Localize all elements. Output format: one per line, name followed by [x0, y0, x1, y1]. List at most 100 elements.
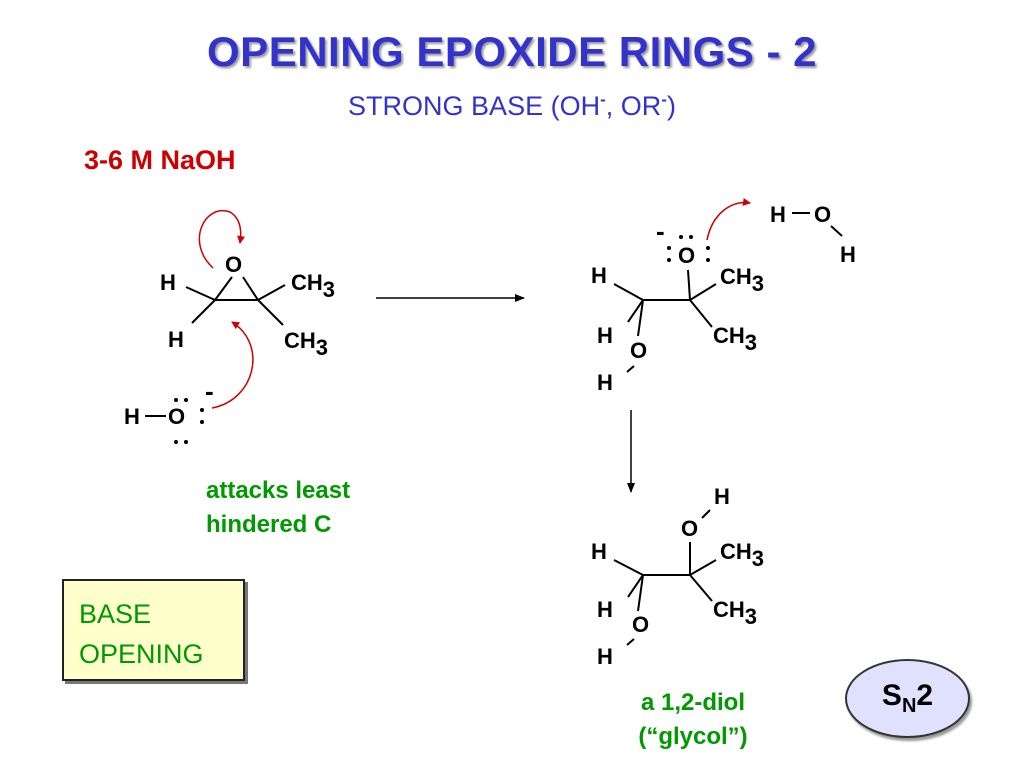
bond-ch3-bottom	[257, 299, 284, 326]
epoxide-oxygen: O	[225, 252, 242, 277]
water-h-left: H	[770, 202, 786, 227]
badge-suffix: 2	[916, 679, 934, 712]
intermediate-bond-co	[687, 269, 691, 301]
intermediate-hydroxyl-oxygen: O	[630, 338, 647, 363]
page-title: OPENING EPOXIDE RINGS - 2	[207, 28, 817, 75]
hydroxide-lone-pairs	[174, 398, 204, 444]
regiochemistry-note: attacks least hindered C	[206, 474, 350, 542]
intermediate-bond-ch3-bottom	[689, 299, 713, 328]
product-bottom-hydroxyl-h: H	[597, 644, 613, 669]
page-subtitle: STRONG BASE (OH-, OR-)	[0, 90, 1024, 122]
lone-pair-dot	[706, 246, 710, 250]
intermediate-lone-pairs	[667, 235, 710, 262]
intermediate-ch3-top-sub: 3	[752, 271, 764, 296]
curved-arrow-proton-transfer	[706, 198, 751, 241]
intermediate-ch3-bottom-sub: 3	[745, 330, 757, 355]
note-line-2: hindered C	[206, 511, 332, 538]
mechanism-badge-text: SN2	[847, 679, 968, 718]
water-bond-right	[830, 225, 843, 237]
ring-bond-co-right	[242, 276, 259, 301]
subtitle-text-start: STRONG BASE (OH	[348, 91, 601, 121]
product-bottom-oxygen: O	[632, 612, 649, 637]
product-bond-co-bottom	[637, 574, 644, 612]
product-ch3-top-ch: CH	[720, 539, 752, 564]
intermediate-bond-oh	[626, 365, 635, 373]
lone-pair-dot	[200, 408, 204, 412]
diol-product	[613, 509, 717, 646]
intermediate-ch3-bottom-ch: CH	[713, 323, 745, 348]
mechanism-badge: SN2	[845, 659, 970, 738]
product-caption: a 1,2-diol (“glycol”)	[600, 686, 786, 754]
epoxide-ch3-top: CH3	[291, 270, 335, 302]
product-h-top: H	[591, 539, 607, 564]
intermediate-ch3-top: CH3	[720, 264, 764, 296]
epoxide-ch3-bottom-ch: CH	[284, 328, 316, 353]
alkoxide-intermediate	[613, 269, 717, 373]
product-h-left: H	[597, 597, 613, 622]
intermediate-bond-h	[613, 283, 644, 301]
lone-pair-dot	[667, 246, 671, 250]
product-ch3-bottom-sub: 3	[745, 604, 757, 629]
lone-pair-dot	[174, 440, 178, 444]
reagent-label: 3-6 M NaOH	[84, 145, 236, 175]
intermediate-bond-o	[637, 299, 644, 337]
badge-sub: N	[901, 695, 917, 717]
hydroxide-oxygen: O	[168, 404, 185, 429]
hydroxide-h: H	[124, 404, 140, 429]
caption-line-1: a 1,2-diol	[640, 689, 746, 716]
subtitle-text-mid: , OR	[605, 91, 662, 121]
product-top-oxygen: O	[681, 516, 698, 541]
subtitle-text-end: )	[666, 91, 676, 121]
product-bond-h	[613, 559, 644, 576]
intermediate-h-left: H	[597, 323, 613, 348]
bond-h-bottom	[191, 299, 216, 324]
lone-pair-dot	[679, 235, 683, 239]
caption-line-2: (“glycol”)	[638, 723, 748, 750]
bond-h-top	[185, 286, 216, 301]
epoxide-ch3-bottom: CH3	[284, 328, 328, 360]
curved-arrow-ring-opening	[198, 209, 246, 269]
intermediate-ch3-top-ch: CH	[720, 264, 752, 289]
intermediate-bond-ch3-top	[689, 283, 717, 301]
intermediate-charge: -	[656, 216, 665, 246]
product-ch3-top: CH3	[720, 539, 764, 571]
intermediate-h-top: H	[591, 263, 607, 288]
product-bond-oh-bottom	[626, 638, 635, 646]
epoxide-h-top: H	[160, 270, 176, 295]
product-ch3-bottom: CH3	[713, 597, 757, 629]
epoxide-ch3-bottom-sub: 3	[316, 335, 328, 360]
epoxide-ch3-top-ch: CH	[291, 270, 323, 295]
epoxide-h-bottom: H	[168, 327, 184, 352]
product-ch3-top-sub: 3	[752, 546, 764, 571]
lone-pair-dot	[184, 440, 188, 444]
lone-pair-dot	[200, 420, 204, 424]
epoxide-ch3-top-sub: 3	[323, 277, 335, 302]
epoxide-molecule	[185, 276, 286, 326]
intermediate-ch3-bottom: CH3	[713, 323, 757, 355]
intermediate-hydroxyl-h: H	[597, 370, 613, 395]
lone-pair-dot	[689, 235, 693, 239]
subtitle-charge-1: -	[600, 90, 606, 109]
water-h-right: H	[840, 242, 856, 267]
subtitle-charge-2: -	[661, 90, 667, 109]
lone-pair-dot	[706, 258, 710, 262]
intermediate-bond-oh-left	[627, 299, 644, 323]
badge-main: S	[881, 679, 902, 712]
intermediate-alkoxide-oxygen: O	[678, 243, 695, 268]
hydroxide-charge: -	[205, 376, 214, 406]
box-line-2: OPENING	[79, 639, 204, 669]
water-oxygen: O	[814, 202, 831, 227]
product-bond-h-left	[627, 574, 644, 598]
lone-pair-dot	[667, 258, 671, 262]
product-top-hydroxyl-h: H	[714, 484, 730, 509]
box-line-1: BASE	[79, 599, 152, 629]
curved-arrow-nucleophile-attack	[211, 321, 254, 409]
product-bond-ch3-bottom	[689, 574, 713, 602]
lone-pair-dot	[174, 398, 178, 402]
bond-ch3-top	[257, 284, 286, 301]
product-bond-oh-top	[701, 509, 711, 519]
note-line-1: attacks least	[206, 477, 351, 504]
product-ch3-bottom-ch: CH	[713, 597, 745, 622]
ring-bond-co-left	[214, 276, 233, 301]
